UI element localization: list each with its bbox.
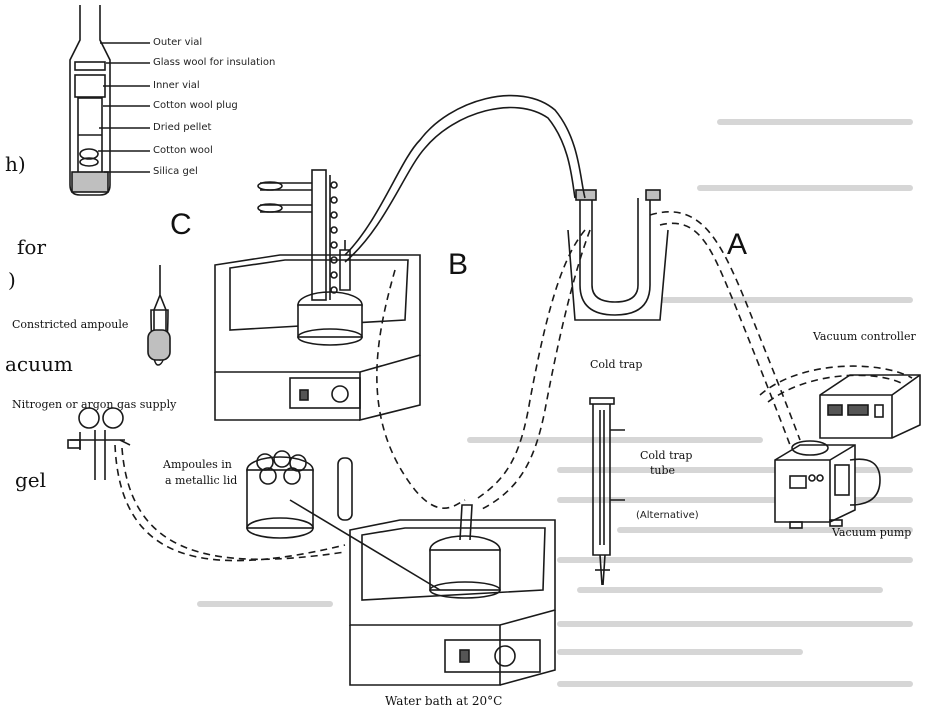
vacuum-controller-label: Vacuum controller [813, 330, 916, 343]
fragment-acuum: acuum [5, 352, 73, 376]
section-a-label: A [727, 228, 747, 262]
water-bath-c [215, 170, 420, 420]
cold-trap [568, 190, 668, 320]
vial-label-outer-vial: Outer vial [153, 37, 202, 48]
ampoules-lid-label-2: a metallic lid [165, 474, 237, 487]
fragment-h: h) [5, 152, 26, 176]
alternative-label: (Alternative) [636, 510, 699, 521]
section-b-label: B [448, 248, 468, 282]
cold-trap-tube-label-2: tube [650, 464, 675, 477]
vial-label-dried-pellet: Dried pellet [153, 122, 211, 133]
cold-trap-label: Cold trap [590, 358, 642, 371]
constricted-ampoule [148, 265, 170, 365]
vial-label-cotton-wool: Cotton wool [153, 145, 213, 156]
gas-regulator [68, 408, 130, 480]
vacuum-pump [775, 441, 880, 528]
vacuum-controller [820, 375, 920, 438]
cold-trap-tube [590, 398, 625, 585]
vial-label-inner-vial: Inner vial [153, 80, 200, 91]
fragment-for: for [17, 235, 46, 259]
vial-label-silica-gel: Silica gel [153, 166, 198, 177]
cold-trap-tube-label-1: Cold trap [640, 449, 692, 462]
constricted-ampoule-label: Constricted ampoule [12, 318, 128, 331]
fragment-paren: ) [8, 268, 16, 292]
water-bath-b [350, 505, 555, 685]
vial-label-cotton-wool-plug: Cotton wool plug [153, 100, 238, 111]
vial-label-glass-wool: Glass wool for insulation [153, 57, 275, 68]
section-c-label: C [170, 208, 192, 242]
ampoules-lid-label-1: Ampoules in [163, 458, 232, 471]
fragment-gel: gel [15, 468, 46, 492]
gas-supply-label: Nitrogen or argon gas supply [12, 398, 176, 411]
water-bath-label: Water bath at 20°C [385, 694, 502, 708]
vacuum-pump-label: Vacuum pump [832, 526, 911, 539]
vial-diagram [70, 5, 150, 195]
